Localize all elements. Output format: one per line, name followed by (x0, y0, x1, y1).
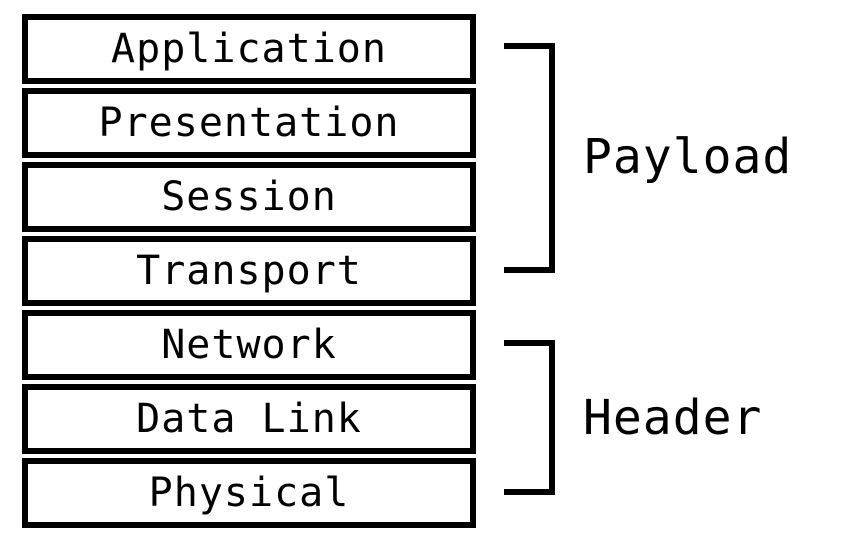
layer-label: Session (161, 174, 337, 220)
header-label: Header (583, 390, 763, 446)
layer-physical: Physical (22, 458, 476, 528)
layer-data-link: Data Link (22, 384, 476, 454)
layer-presentation: Presentation (22, 88, 476, 158)
layer-label: Presentation (98, 100, 400, 146)
layer-label: Data Link (136, 396, 362, 442)
layer-label: Physical (148, 470, 350, 516)
header-bracket (504, 340, 555, 495)
layer-transport: Transport (22, 236, 476, 306)
layer-label: Application (111, 26, 387, 72)
layer-application: Application (22, 14, 476, 84)
layer-session: Session (22, 162, 476, 232)
layer-label: Network (161, 322, 337, 368)
payload-bracket (504, 43, 555, 273)
payload-label: Payload (583, 129, 793, 185)
layer-network: Network (22, 310, 476, 380)
layer-label: Transport (136, 248, 362, 294)
